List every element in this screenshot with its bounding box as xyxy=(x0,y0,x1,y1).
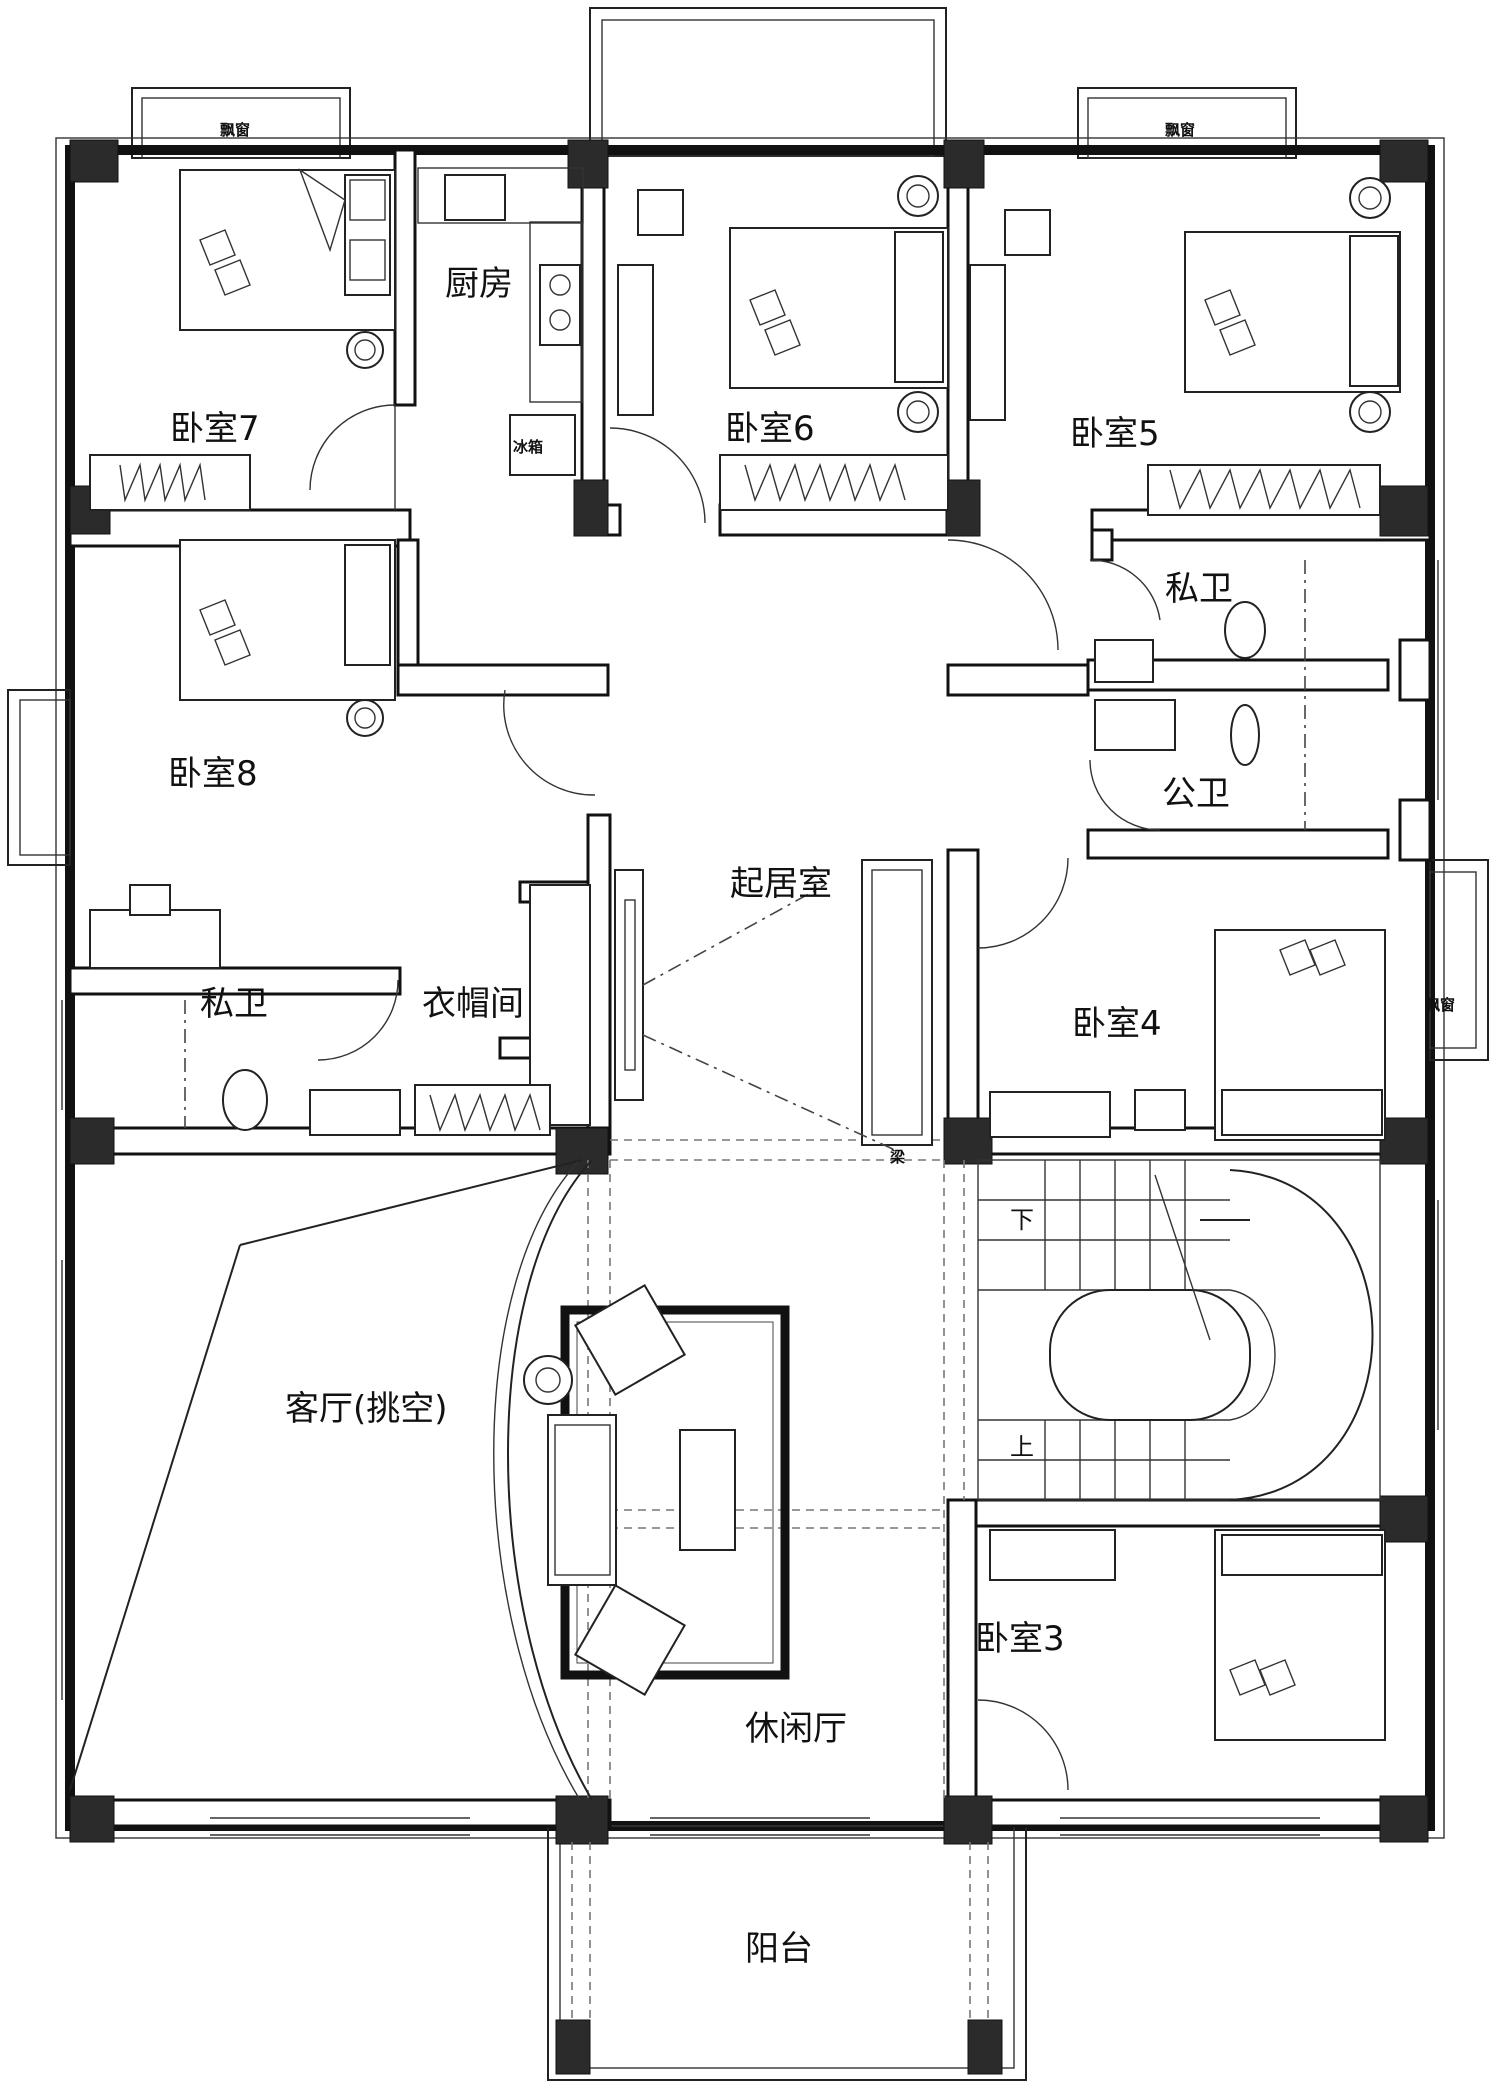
label-kitchen: 厨房 xyxy=(445,264,513,304)
label-private-bath-right: 私卫 xyxy=(1165,569,1233,609)
label-stair-down: 下 xyxy=(1010,1206,1034,1234)
label-bay-window-top-right: 飘窗 xyxy=(1165,121,1195,139)
bed-bedroom5 xyxy=(1184,177,1401,433)
label-bedroom6: 卧室6 xyxy=(725,409,815,449)
bathroom-fixtures xyxy=(184,560,1306,1136)
bed-bedroom3 xyxy=(1214,1529,1386,1741)
structural-columns xyxy=(69,139,1429,2075)
label-leisure-hall: 休闲厅 xyxy=(745,1709,847,1749)
bed-bedroom4 xyxy=(1214,929,1386,1141)
door-swings xyxy=(309,404,1161,1791)
label-hall-void: 客厅(挑空) xyxy=(285,1389,448,1429)
leisure-hall-furniture xyxy=(69,1159,790,1801)
beam-lines xyxy=(571,1139,989,2020)
room-labels: 卧室7 厨房 卧室6 卧室5 私卫 公卫 卧室8 起居室 私卫 衣帽间 卧室4 … xyxy=(168,264,1233,1969)
kitchen-fixtures xyxy=(417,167,584,476)
label-cloakroom: 衣帽间 xyxy=(422,984,524,1024)
label-bedroom7: 卧室7 xyxy=(170,409,260,449)
staircase xyxy=(977,1159,1381,1501)
bed-bedroom8 xyxy=(179,539,396,701)
label-fridge: 冰箱 xyxy=(513,438,543,456)
label-beam: 梁 xyxy=(889,1148,906,1166)
living-room-furniture xyxy=(614,859,933,1151)
label-bay-window-top-left: 飘窗 xyxy=(220,121,250,139)
desks xyxy=(89,189,1186,1131)
label-private-bath-left: 私卫 xyxy=(200,984,268,1024)
label-bedroom5: 卧室5 xyxy=(1070,414,1160,454)
wardrobes xyxy=(89,454,1381,1581)
windows xyxy=(61,560,1439,1836)
outer-walls xyxy=(7,7,1489,2081)
small-labels: 飘窗 飘窗 飘窗 冰箱 梁 xyxy=(220,121,1455,1166)
label-bedroom4: 卧室4 xyxy=(1072,1004,1162,1044)
label-living-room: 起居室 xyxy=(730,864,832,904)
label-balcony: 阳台 xyxy=(745,1929,813,1969)
bed-bedroom7 xyxy=(179,168,396,737)
label-bedroom8: 卧室8 xyxy=(168,754,258,794)
stair-labels: 下 上 xyxy=(1010,1206,1034,1461)
label-bay-window-right: 飘窗 xyxy=(1425,996,1455,1014)
label-bedroom3: 卧室3 xyxy=(975,1619,1065,1659)
label-public-bath: 公卫 xyxy=(1162,774,1230,814)
bed-bedroom6 xyxy=(729,175,949,433)
label-stair-up: 上 xyxy=(1010,1433,1034,1461)
